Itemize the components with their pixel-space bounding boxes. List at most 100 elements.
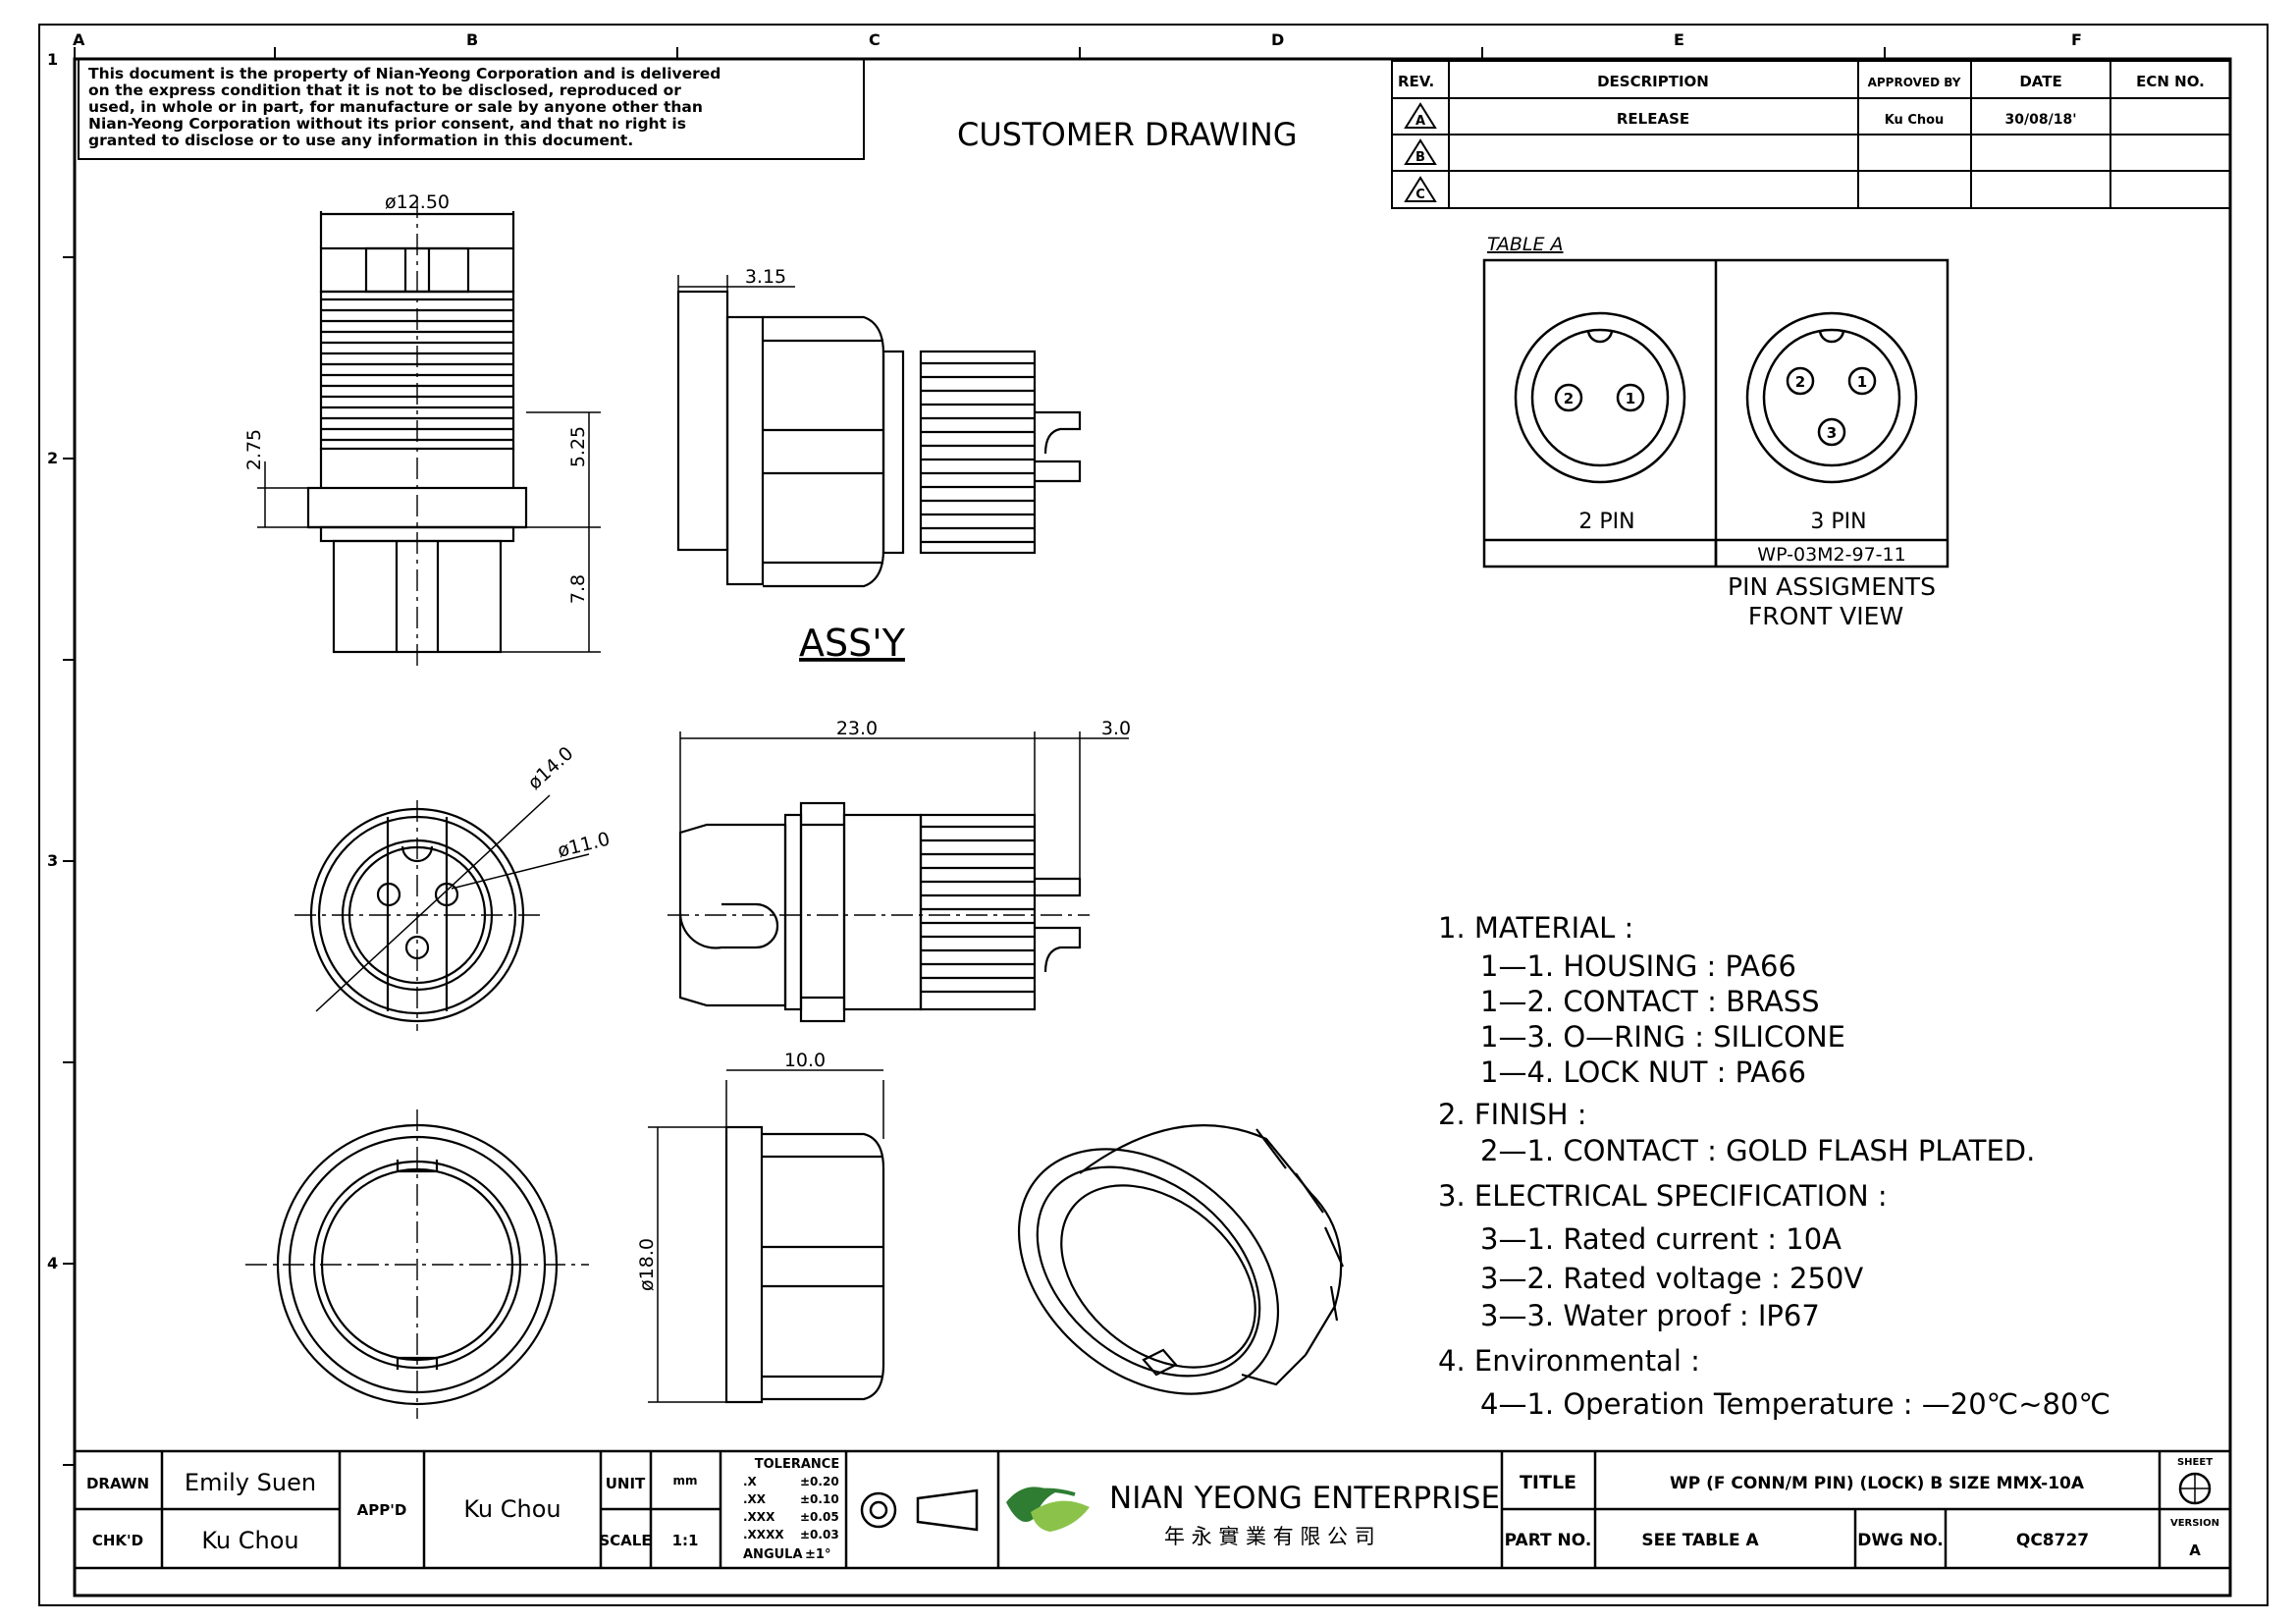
front-view-caption: FRONT VIEW <box>1748 602 1903 630</box>
table-a <box>1482 258 1949 568</box>
tolerance-value: ±0.05 <box>800 1510 839 1524</box>
specification-notes: 1. MATERIAL : 1—1. HOUSING : PA66 1—2. C… <box>1438 911 2110 1421</box>
tolerance-title: TOLERANCE <box>755 1457 839 1472</box>
date-header: DATE <box>2019 73 2061 90</box>
assembly-side-view <box>676 275 1082 588</box>
dim-7-8: 7.8 <box>567 574 589 604</box>
three-pin-label: 3 PIN <box>1810 510 1866 534</box>
dwg-no-value: QC8727 <box>2016 1531 2089 1550</box>
note-line: 1—4. LOCK NUT : PA66 <box>1480 1055 1806 1089</box>
rev-b-mark: B <box>1415 150 1425 165</box>
tolerance-key: .XXX <box>743 1510 775 1524</box>
dim-diameter-18-0: ø18.0 <box>636 1238 658 1291</box>
note-line: 1—1. HOUSING : PA66 <box>1480 949 1796 983</box>
table-a-part-number: WP-03M2-97-11 <box>1757 544 1905 566</box>
chkd-label: CHK'D <box>92 1532 143 1549</box>
pin-1-label: 1 <box>1857 373 1867 391</box>
unit-label: UNIT <box>606 1475 646 1492</box>
dim-3-15: 3.15 <box>745 266 786 288</box>
dim-23-0: 23.0 <box>836 718 878 739</box>
rev-a-mark: A <box>1415 114 1425 129</box>
housing-side-view <box>667 731 1129 1023</box>
dim-diameter-11-0: ø11.0 <box>556 828 613 861</box>
appd-value: Ku Chou <box>463 1495 561 1523</box>
lock-nut-isometric-view <box>1017 1124 1345 1395</box>
zone-ruler-top <box>74 47 1886 59</box>
approved-by-header: APPROVED BY <box>1868 76 1961 89</box>
title-label: TITLE <box>1520 1472 1576 1493</box>
note-line: 2—1. CONTACT : GOLD FLASH PLATED. <box>1480 1134 2035 1167</box>
outer-frame <box>38 24 2269 1606</box>
note-line: 4. Environmental : <box>1438 1344 1700 1378</box>
notice-line: This document is the property of Nian-Ye… <box>88 65 721 82</box>
chkd-value: Ku Chou <box>201 1527 298 1554</box>
notice-line: used, in whole or in part, for manufactu… <box>88 98 703 116</box>
pin-2-label: 2 <box>1795 373 1805 391</box>
pin-2-label: 2 <box>1564 390 1574 407</box>
part-no-value: SEE TABLE A <box>1641 1531 1759 1550</box>
sheet-label: SHEET <box>2177 1457 2213 1468</box>
zone-letter-b: B <box>466 30 478 49</box>
rev-a-date: 30/08/18' <box>2005 112 2077 128</box>
ecn-header: ECN NO. <box>2136 73 2205 90</box>
note-line: 3—2. Rated voltage : 250V <box>1480 1262 1863 1295</box>
note-line: 3—3. Water proof : IP67 <box>1480 1299 1820 1332</box>
note-line: 1. MATERIAL : <box>1438 911 1633 945</box>
version-label: VERSION <box>2170 1518 2219 1529</box>
pin-assignments-caption: PIN ASSIGMENTS <box>1728 572 1936 601</box>
rev-a-approved-by: Ku Chou <box>1885 113 1945 128</box>
dim-diameter-14-0: ø14.0 <box>524 742 578 793</box>
tolerance-value: ±0.03 <box>800 1528 839 1542</box>
tolerance-key: .XXXX <box>743 1528 784 1542</box>
company-logo-icon <box>1006 1487 1090 1532</box>
note-line: 1—2. CONTACT : BRASS <box>1480 985 1820 1018</box>
rev-c-mark: C <box>1415 188 1425 202</box>
unit-value: mm <box>672 1474 697 1488</box>
housing-end-view <box>294 794 590 1031</box>
part-no-label: PART NO. <box>1505 1531 1592 1550</box>
dim-10-0: 10.0 <box>784 1050 826 1071</box>
zone-letter-d: D <box>1271 30 1284 49</box>
lock-nut-side-view <box>648 1069 885 1404</box>
scale-value: 1:1 <box>672 1532 699 1549</box>
title-block <box>73 1449 2232 1570</box>
zone-number-4: 4 <box>47 1254 58 1272</box>
tolerance-value: ±0.10 <box>800 1492 839 1506</box>
note-line: 3—1. Rated current : 10A <box>1480 1222 1842 1256</box>
version-value: A <box>2189 1542 2201 1559</box>
company-name: NIAN YEONG ENTERPRISE <box>1109 1481 1500 1516</box>
inner-frame <box>73 57 2232 1597</box>
dwg-no-label: DWG NO. <box>1857 1531 1944 1550</box>
dim-3-0: 3.0 <box>1101 718 1131 739</box>
note-line: 1—3. O—RING : SILICONE <box>1480 1020 1845 1054</box>
two-pin-label: 2 PIN <box>1578 510 1634 534</box>
zone-ruler-left <box>63 256 75 1466</box>
tolerance-key: .XX <box>743 1492 767 1506</box>
confidentiality-notice: This document is the property of Nian-Ye… <box>88 65 721 149</box>
rev-header: REV. <box>1398 73 1434 90</box>
drawn-label: DRAWN <box>86 1475 149 1492</box>
zone-letter-f: F <box>2071 30 2082 49</box>
pin-3-label: 3 <box>1827 424 1837 442</box>
zone-letter-a: A <box>73 30 85 49</box>
notice-line: granted to disclose or to use any inform… <box>88 132 633 149</box>
dim-5-25: 5.25 <box>567 426 589 467</box>
note-line: 3. ELECTRICAL SPECIFICATION : <box>1438 1179 1888 1213</box>
rev-a-description: RELEASE <box>1617 110 1689 128</box>
lock-nut-end-view <box>245 1109 589 1419</box>
company-chinese-name: 年 永 實 業 有 限 公 司 <box>1164 1525 1375 1548</box>
zone-number-1: 1 <box>47 50 58 69</box>
scale-label: SCALE <box>599 1532 651 1549</box>
dim-diameter-12-50: ø12.50 <box>385 191 450 213</box>
tolerance-value: ±1° <box>805 1547 830 1562</box>
tolerance-value: ±0.20 <box>800 1475 839 1488</box>
tolerance-key: .X <box>743 1475 758 1488</box>
tolerance-key: ANGULA <box>743 1547 803 1562</box>
dim-2-75: 2.75 <box>243 429 265 470</box>
zone-letter-e: E <box>1674 30 1684 49</box>
appd-label: APP'D <box>357 1501 407 1519</box>
drawing-title: CUSTOMER DRAWING <box>957 116 1298 153</box>
notice-line: on the express condition that it is not … <box>88 81 681 99</box>
assembly-elevation-view <box>257 196 601 668</box>
